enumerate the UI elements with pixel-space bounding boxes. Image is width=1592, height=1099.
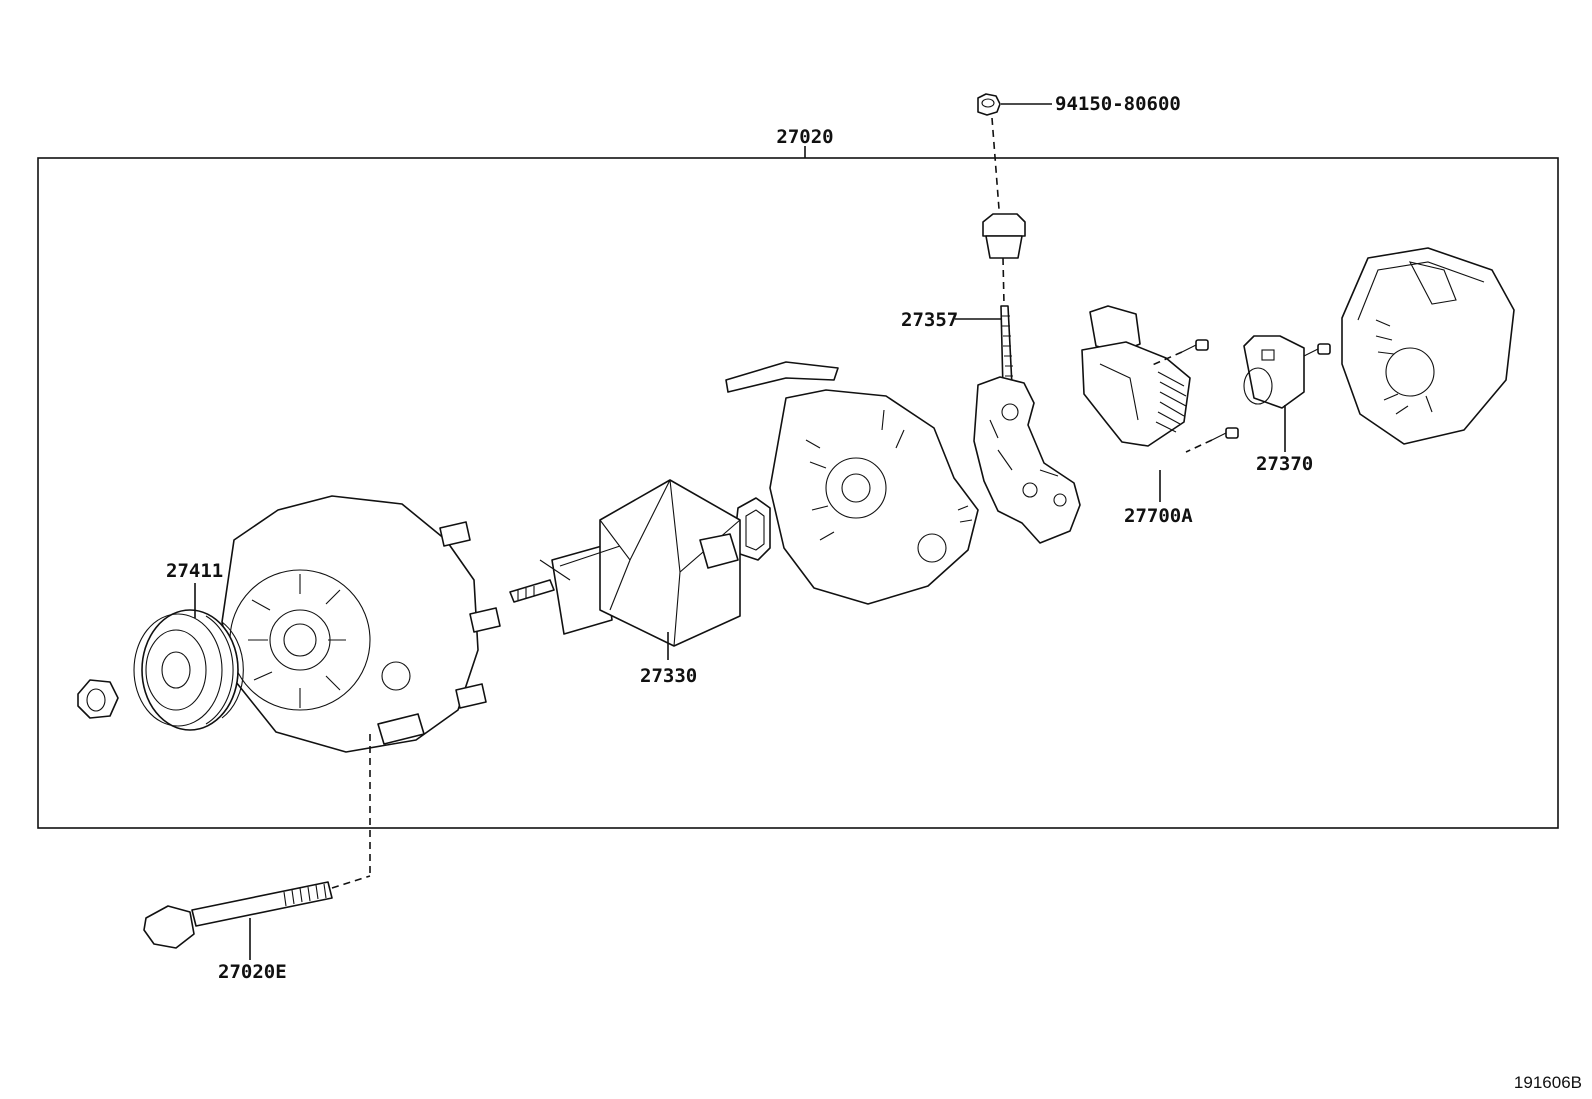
insulator-bushing-part[interactable] [982,213,1026,259]
end-frame-part[interactable] [725,361,979,605]
screw-axis-upper [1149,351,1183,367]
screw-lower[interactable] [1211,427,1239,441]
pulley-nut-part[interactable] [77,679,119,719]
screw-upper[interactable] [1181,339,1209,353]
screw-right[interactable] [1303,343,1331,357]
drive-end-frame-part[interactable] [221,495,501,753]
top-nut-part[interactable] [977,93,1001,116]
callout-27370[interactable]: 27370 [1256,453,1313,475]
bushing-axis [1002,257,1005,306]
brush-holder-part[interactable] [1243,335,1305,409]
assembly-label[interactable]: 27020 [776,126,833,148]
regulator-part[interactable] [1081,305,1191,447]
callout-27700A[interactable]: 27700A [1124,505,1193,527]
drawing-number: 191606B [1514,1073,1582,1092]
assembly-frame [37,157,1559,829]
pulley-part[interactable] [133,609,244,731]
callout-27330[interactable]: 27330 [640,665,697,687]
screw-axis-lower [1185,439,1213,453]
callout-27357[interactable]: 27357 [901,309,958,331]
callout-27020E[interactable]: 27020E [218,961,287,983]
through-bolt-axis [331,875,371,889]
spacer-ring-part[interactable] [735,497,771,561]
terminal-part[interactable] [973,305,1081,544]
through-bolt-part[interactable] [143,881,333,949]
rotor-part[interactable] [509,479,741,647]
rear-cover-part[interactable] [1341,247,1515,445]
top-nut-axis [991,117,1001,223]
callout-27411[interactable]: 27411 [166,560,223,582]
callout-94150-80600[interactable]: 94150-80600 [1055,93,1181,115]
